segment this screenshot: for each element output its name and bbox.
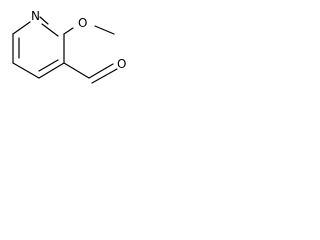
chemical-structure: N O O: [0, 0, 150, 94]
atom-label-aldehyde-oxygen: O: [117, 57, 126, 71]
bond-cho-o-double: [91, 68, 118, 84]
bond-cho-o: [88, 63, 114, 79]
structure-svg: N O O: [12, 9, 126, 84]
atom-label-nitrogen: N: [31, 9, 40, 23]
bond-n-c2: [39, 16, 49, 25]
double-bond-n-c2-inner: [41, 23, 59, 37]
double-bond-c3-c4-inner: [38, 59, 59, 72]
bond-c3-c4: [38, 62, 65, 79]
bond-c4-c5: [12, 62, 40, 79]
bond-c3-cho: [63, 62, 90, 79]
bond-o-ch3: [94, 25, 115, 35]
bond-c6-n: [12, 21, 31, 35]
bond-c2-o: [63, 27, 74, 35]
atom-label-ether-oxygen: O: [78, 16, 87, 30]
